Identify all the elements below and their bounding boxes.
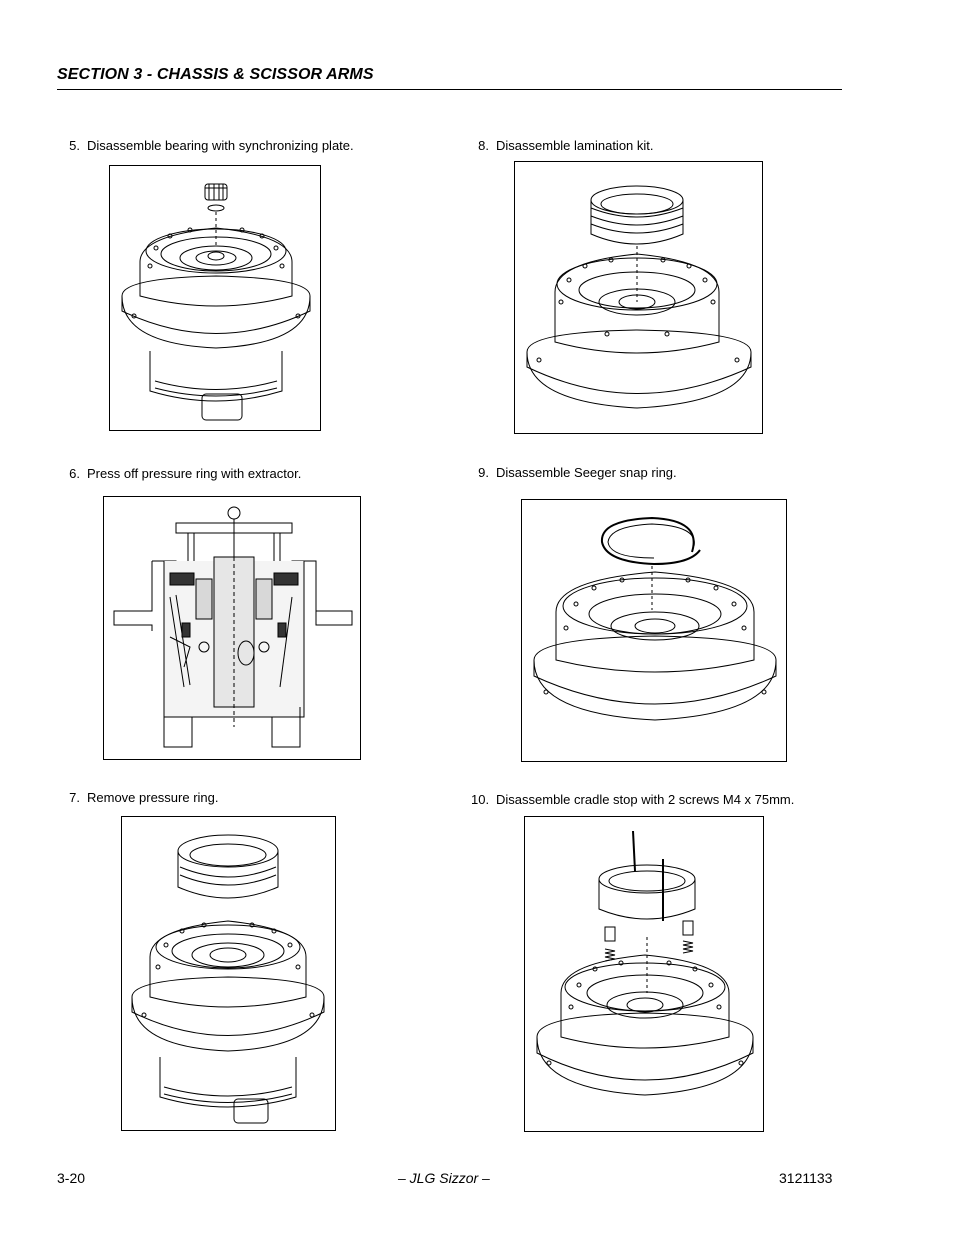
figure-cradle-stop [524,816,764,1132]
figure-lamination-kit [514,161,763,434]
figure-snap-ring [521,499,787,762]
document-number: 3121133 [779,1170,833,1186]
figure-pressure-ring-removed [121,816,336,1131]
step-text: Disassemble Seeger snap ring. [496,465,677,480]
figure-bearing-removal [109,165,321,431]
figure-pressure-ring-extractor [103,496,361,760]
step-number: 5. [69,138,80,153]
step-text: Disassemble lamination kit. [496,138,654,153]
step-text: Press off pressure ring with extractor. [87,466,302,481]
step-text: Disassemble bearing with synchronizing p… [87,138,354,153]
step-text: Remove pressure ring. [87,790,219,805]
step-number: 7. [69,790,80,805]
step-number: 8. [478,138,489,153]
header-rule [57,89,842,90]
step-number: 6. [69,466,80,481]
step-number: 9. [478,465,489,480]
section-header: SECTION 3 - CHASSIS & SCISSOR ARMS [57,66,374,83]
step-number: 10. [471,792,490,807]
page-number: 3-20 [57,1170,86,1186]
footer-title: – JLG Sizzor – [398,1170,490,1186]
step-text: Disassemble cradle stop with 2 screws M4… [496,792,795,807]
